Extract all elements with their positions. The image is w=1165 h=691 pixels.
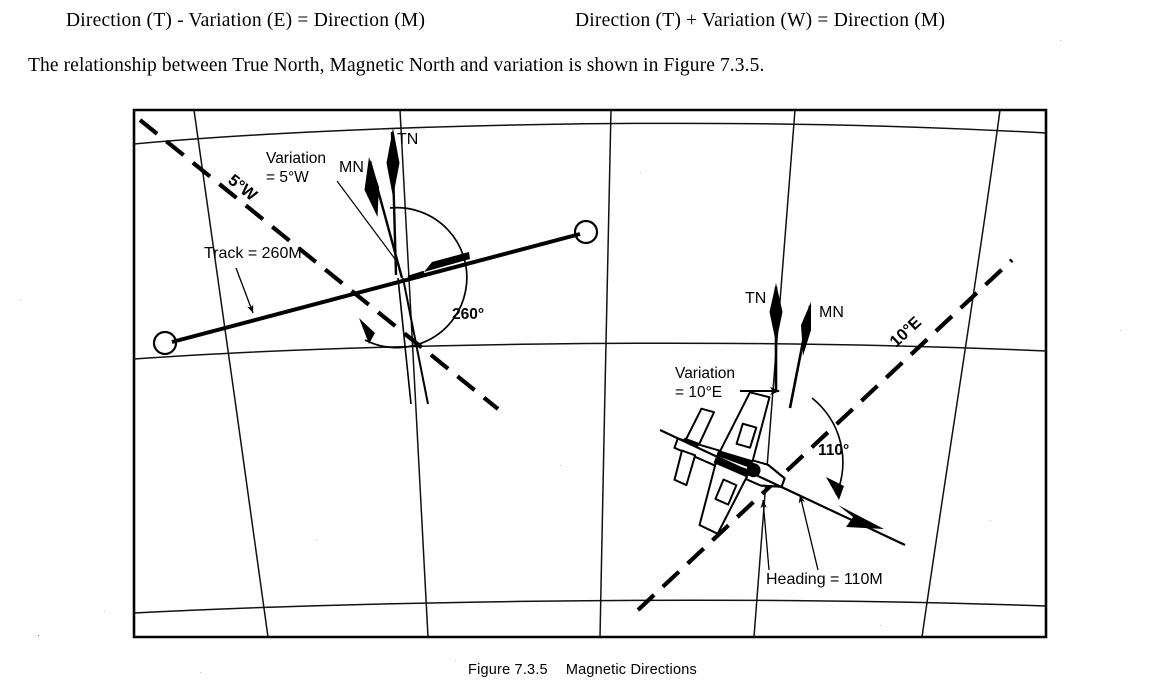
isogonal-line-5w bbox=[138, 118, 500, 411]
true-north-label-left: TN bbox=[397, 131, 418, 148]
bearing-label-right: 110° bbox=[818, 442, 849, 459]
graticule-meridians bbox=[193, 109, 1001, 638]
bearing-label-left: 260° bbox=[452, 306, 484, 323]
scan-speck bbox=[934, 120, 935, 121]
intro-sentence: The relationship between True North, Mag… bbox=[28, 55, 765, 76]
scan-speck bbox=[640, 172, 641, 173]
heading-label-right-text: Heading = 110M bbox=[766, 571, 883, 588]
magnetic-north-label-right: MN bbox=[819, 304, 844, 321]
scan-speck bbox=[722, 14, 723, 15]
scan-speck bbox=[1060, 40, 1061, 41]
variation-label-left: Variation = 5°W bbox=[266, 150, 396, 260]
scan-speck bbox=[20, 300, 21, 301]
scan-speck bbox=[104, 611, 105, 612]
scan-speck bbox=[200, 672, 201, 673]
magnetic-north-arrow-left bbox=[364, 157, 404, 279]
scan-speck bbox=[880, 625, 881, 626]
true-north-arrow-left bbox=[386, 128, 400, 276]
formula-row: Direction (T) - Variation (E) = Directio… bbox=[0, 6, 1165, 36]
track-direction-arrow-left bbox=[407, 252, 470, 279]
true-north-label-right: TN bbox=[745, 290, 766, 307]
variation-label-right: Variation = 10°E bbox=[675, 365, 780, 401]
isogonal-line-10e bbox=[636, 258, 1014, 612]
scan-speck bbox=[560, 465, 561, 466]
scan-speck bbox=[455, 660, 456, 661]
heading-line-right bbox=[659, 429, 906, 546]
track-label-left-text: Track = 260M bbox=[204, 245, 302, 262]
magnetic-north-label-left: MN bbox=[339, 159, 364, 176]
scan-speck bbox=[1120, 330, 1121, 331]
bearing-arc-right bbox=[811, 397, 844, 500]
scan-speck bbox=[250, 200, 251, 201]
formula-variation-west: Direction (T) + Variation (W) = Directio… bbox=[575, 10, 946, 31]
variation-label-right-line1: Variation bbox=[675, 365, 735, 382]
graticule-parallels bbox=[133, 122, 1047, 614]
magnetic-north-line-extension-left bbox=[402, 277, 429, 405]
isogonal-label-5w-text: 5°W bbox=[225, 171, 261, 205]
heading-label-right: Heading = 110M bbox=[760, 494, 883, 588]
true-north-line-extension-left bbox=[397, 277, 412, 405]
figure-caption-number: Figure 7.3.5 bbox=[468, 662, 548, 678]
true-north-arrow-right bbox=[769, 283, 783, 392]
track-line-left bbox=[152, 219, 599, 356]
figure-frame bbox=[132, 108, 1048, 639]
magnetic-north-arrow-right bbox=[788, 302, 812, 409]
variation-label-right-line2: = 10°E bbox=[675, 384, 722, 401]
scan-speck bbox=[38, 635, 39, 636]
formula-variation-east: Direction (T) - Variation (E) = Directio… bbox=[66, 10, 426, 31]
isogonal-label-5w: 5°W bbox=[225, 171, 261, 205]
variation-label-left-line2: = 5°W bbox=[266, 169, 309, 186]
track-label-left: Track = 260M bbox=[204, 245, 302, 314]
scan-speck bbox=[316, 540, 317, 541]
variation-label-left-line1: Variation bbox=[266, 150, 326, 167]
figure-caption: Figure 7.3.5 Magnetic Directions bbox=[0, 662, 1165, 678]
bearing-arc-left bbox=[359, 206, 468, 349]
figure-caption-title: Magnetic Directions bbox=[565, 662, 697, 678]
scan-speck bbox=[990, 520, 991, 521]
